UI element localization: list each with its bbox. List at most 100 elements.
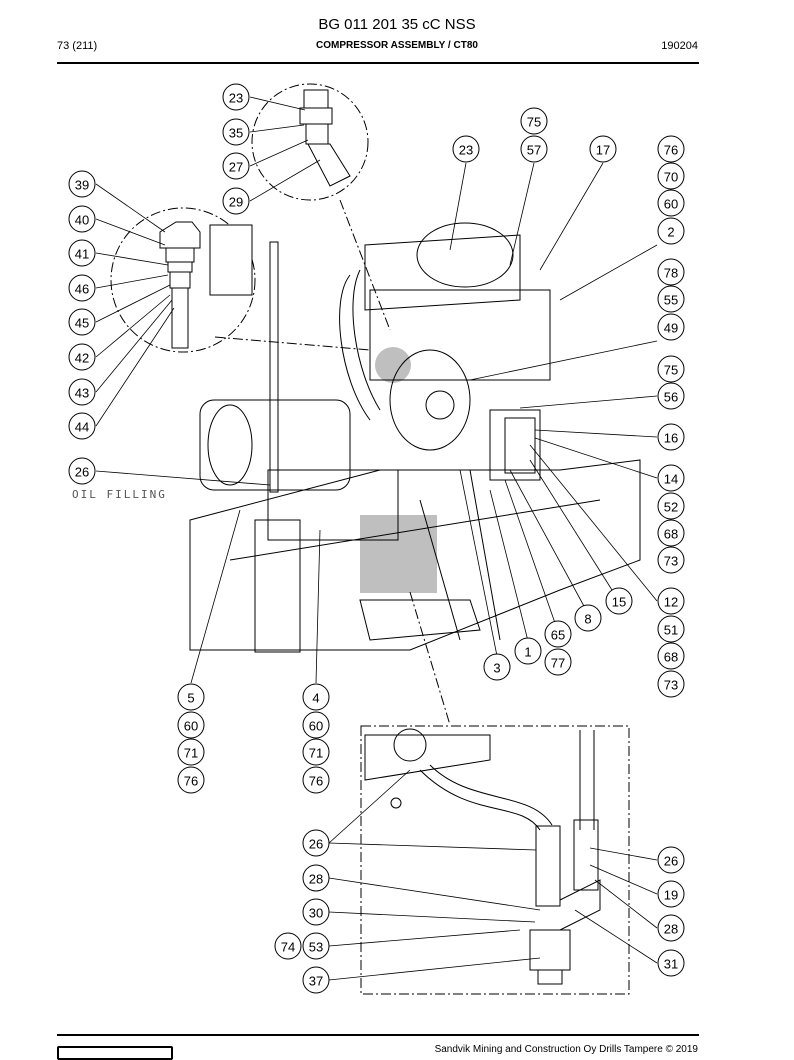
sandvik-logo [57, 1046, 173, 1060]
callout-label: 68 [664, 527, 678, 542]
callout-78: 78 [657, 258, 685, 286]
callout-60: 60 [657, 189, 685, 217]
callout-label: 57 [527, 143, 541, 158]
callout-circle [520, 107, 548, 135]
callout-circle [657, 217, 685, 245]
detail-circle-top [251, 83, 369, 201]
callout-label: 19 [664, 888, 678, 903]
callout-77: 77 [544, 648, 572, 676]
callout-circle [657, 285, 685, 313]
callout-circle [657, 670, 685, 698]
callout-circle [544, 648, 572, 676]
detail-circle-left [110, 207, 256, 353]
callout-circle [452, 135, 480, 163]
callout-circle [657, 382, 685, 410]
callout-circle [657, 546, 685, 574]
callout-circle [68, 170, 96, 198]
callout-circle [68, 308, 96, 336]
callout-circle [605, 587, 633, 615]
detail-callout-30: 30 [302, 898, 330, 926]
callout-3: 3 [483, 653, 511, 681]
callout-label: 76 [664, 143, 678, 158]
callout-circle [302, 864, 330, 892]
callout-circle [222, 152, 250, 180]
leader-lines [95, 96, 658, 981]
callout-label: 27 [229, 160, 243, 175]
callout-49: 49 [657, 313, 685, 341]
callout-label: 76 [184, 774, 198, 789]
page-number: 73 (211) [57, 40, 98, 52]
callout-55: 55 [657, 285, 685, 313]
callout-circle [68, 412, 96, 440]
callout-52: 52 [657, 492, 685, 520]
callout-label: 71 [184, 746, 198, 761]
callout-label: 76 [309, 774, 323, 789]
callout-label: 42 [75, 351, 89, 366]
callout-label: 75 [527, 115, 541, 130]
detail-callout-53: 53 [302, 932, 330, 960]
callout-label: 60 [664, 197, 678, 212]
callout-label: 73 [664, 554, 678, 569]
callout-17: 17 [589, 135, 617, 163]
callout-circle [302, 966, 330, 994]
callout-8: 8 [574, 604, 602, 632]
callout-label: 12 [664, 595, 678, 610]
callout-circle [657, 313, 685, 341]
callout-circle [302, 738, 330, 766]
callout-circle [589, 135, 617, 163]
callout-label: 15 [612, 595, 626, 610]
callout-68: 68 [657, 642, 685, 670]
callout-circle [657, 587, 685, 615]
callout-label: 51 [664, 623, 678, 638]
callout-57: 57 [520, 135, 548, 163]
callout-56: 56 [657, 382, 685, 410]
callout-15: 15 [605, 587, 633, 615]
callout-circle [657, 949, 685, 977]
callout-label: 39 [75, 178, 89, 193]
callout-46: 46 [68, 274, 96, 302]
callout-circle [68, 274, 96, 302]
callout-circle [222, 118, 250, 146]
callout-14: 14 [657, 464, 685, 492]
callout-label: 14 [664, 472, 678, 487]
callout-76: 76 [177, 766, 205, 794]
callout-circle [68, 205, 96, 233]
callout-label: 40 [75, 213, 89, 228]
callout-label: 2 [667, 225, 674, 240]
callout-circle [657, 423, 685, 451]
callout-51: 51 [657, 615, 685, 643]
callout-39: 39 [68, 170, 96, 198]
callout-circle [657, 135, 685, 163]
callout-label: 60 [184, 719, 198, 734]
callout-label: 29 [229, 195, 243, 210]
callout-76: 76 [302, 766, 330, 794]
callout-label: 28 [664, 922, 678, 937]
callout-circle [657, 519, 685, 547]
callout-44: 44 [68, 412, 96, 440]
callout-label: 75 [664, 363, 678, 378]
section-title: COMPRESSOR ASSEMBLY / CT80 [316, 40, 478, 51]
callout-23: 23 [222, 83, 250, 111]
callout-75: 75 [520, 107, 548, 135]
callout-65: 65 [544, 620, 572, 648]
detail-frame-bottom [360, 725, 630, 995]
callout-circle [177, 766, 205, 794]
callout-circle [657, 914, 685, 942]
callout-42: 42 [68, 343, 96, 371]
detail-callout-19: 19 [657, 880, 685, 908]
callout-circle [177, 738, 205, 766]
callout-label: 37 [309, 974, 323, 989]
callout-26: 26 [68, 457, 96, 485]
detail-callout-28: 28 [302, 864, 330, 892]
document-date: 190204 [661, 40, 698, 52]
document-title: BG 011 201 35 cC NSS [318, 16, 476, 33]
footer-rule [57, 1034, 699, 1036]
callout-circle [68, 343, 96, 371]
callout-circle [520, 135, 548, 163]
callout-73: 73 [657, 670, 685, 698]
callout-circle [302, 932, 330, 960]
callout-60: 60 [177, 711, 205, 739]
callout-circle [657, 492, 685, 520]
callout-circle [302, 829, 330, 857]
